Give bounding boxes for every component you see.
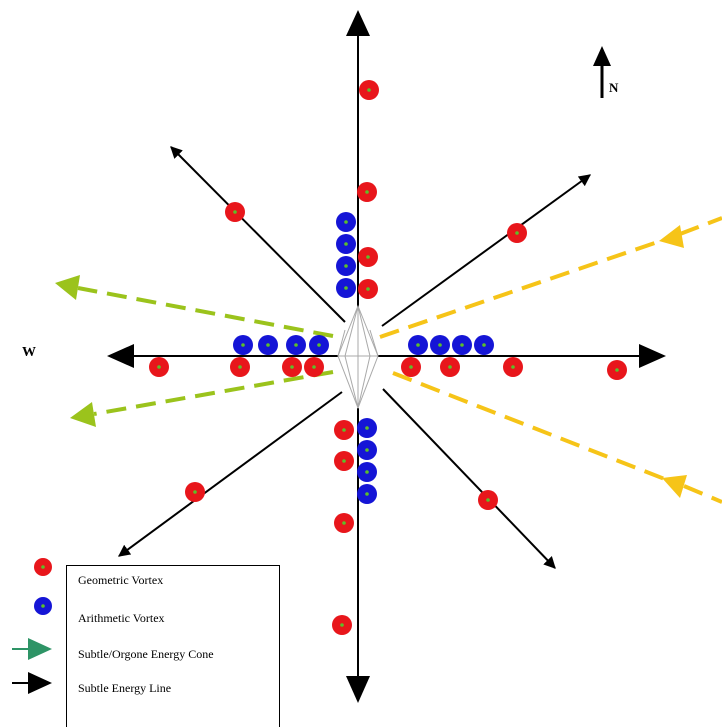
geometric-vortex (607, 360, 627, 380)
energy-line-south-arrowhead (346, 676, 370, 703)
geometric-vortex (225, 202, 245, 222)
energy-line-west-arrowhead (107, 344, 134, 368)
green-arrow-icon (12, 638, 52, 660)
arithmetic-vortex (336, 212, 356, 232)
legend-label-geometric-vortex: Geometric Vortex (78, 573, 164, 587)
arithmetic-vortex (408, 335, 428, 355)
arithmetic-vortex (357, 440, 377, 460)
energy-line-southeast (382, 388, 556, 569)
geometric-vortex (334, 451, 354, 471)
geometric-vortex (304, 357, 324, 377)
arithmetic-vortex (336, 234, 356, 254)
legend-icons (12, 558, 52, 694)
vortex-markers (149, 80, 627, 635)
orgone-cone-west-lower (93, 370, 334, 416)
orgone-cone-east-upper-tail (679, 216, 722, 236)
geometric-vortex (401, 357, 421, 377)
arithmetic-vortex (258, 335, 278, 355)
arithmetic-vortex (309, 335, 329, 355)
orgone-cone-west-upper-arrowhead (55, 275, 80, 300)
legend-label-energy-line: Subtle Energy Line (78, 681, 172, 695)
geometric-vortex (357, 182, 377, 202)
energy-line-north-arrowhead (346, 10, 370, 36)
north-label: N (609, 80, 619, 95)
orgone-cone-east-lower-tail (683, 484, 722, 504)
blue-vortex-icon (34, 597, 52, 615)
black-arrow-icon (12, 672, 52, 694)
energy-line-southwest (118, 391, 343, 557)
geometric-vortex (358, 247, 378, 267)
legend (66, 565, 280, 727)
orgone-cone-east-upper-arrowhead (659, 225, 684, 248)
arithmetic-vortex (233, 335, 253, 355)
energy-line-northeast (381, 174, 591, 327)
energy-line-east-arrowhead (639, 344, 666, 368)
orgone-cone-west-lower-arrowhead (70, 402, 96, 427)
energy-line-northwest (170, 146, 346, 323)
legend-label-arithmetic-vortex: Arithmetic Vortex (78, 611, 165, 625)
orgone-cones (77, 233, 681, 487)
geometric-vortex (149, 357, 169, 377)
geometric-vortex (185, 482, 205, 502)
arithmetic-vortex (357, 418, 377, 438)
arithmetic-vortex (357, 484, 377, 504)
arithmetic-vortex (474, 335, 494, 355)
geometric-vortex (358, 279, 378, 299)
orgone-cone-east-upper (379, 233, 679, 339)
arithmetic-vortex (336, 256, 356, 276)
geometric-vortex (478, 490, 498, 510)
geometric-vortex (440, 357, 460, 377)
orgone-cone-east-lower (392, 371, 681, 487)
geometric-vortex (332, 615, 352, 635)
geometric-vortex (334, 420, 354, 440)
west-label: W (22, 345, 36, 360)
arithmetic-vortex (430, 335, 450, 355)
orgone-cone-east-lower-arrowhead (662, 475, 687, 498)
arithmetic-vortex (286, 335, 306, 355)
arithmetic-vortex (336, 278, 356, 298)
orgone-cone-west-upper (77, 286, 334, 338)
center-crystal (337, 304, 379, 410)
geometric-vortex (334, 513, 354, 533)
geometric-vortex (282, 357, 302, 377)
geometric-vortex (507, 223, 527, 243)
geometric-vortex (359, 80, 379, 100)
arithmetic-vortex (357, 462, 377, 482)
energy-lines (107, 10, 666, 703)
red-vortex-icon (34, 558, 52, 576)
geometric-vortex (230, 357, 250, 377)
geometric-vortex (503, 357, 523, 377)
north-arrow-icon (593, 46, 611, 98)
arithmetic-vortex (452, 335, 472, 355)
legend-label-orgone-cone: Subtle/Orgone Energy Cone (78, 647, 214, 661)
